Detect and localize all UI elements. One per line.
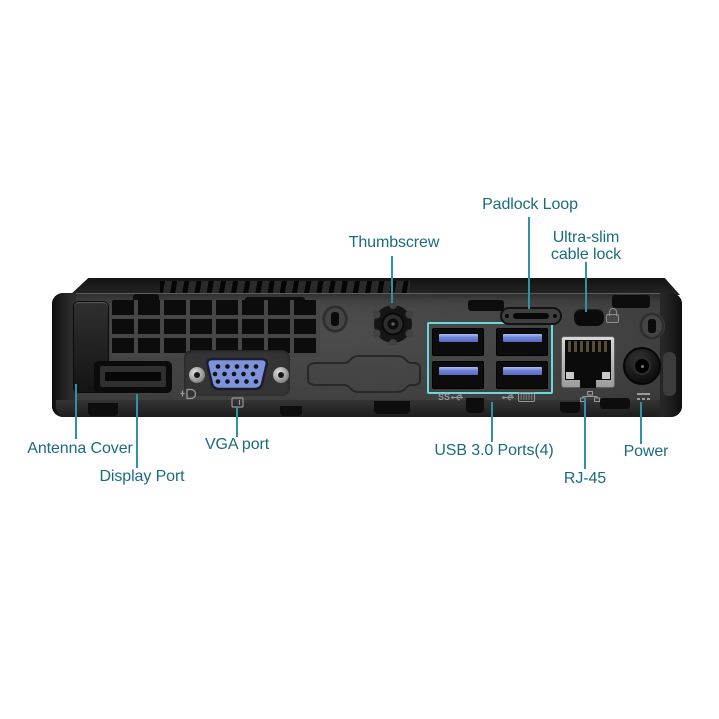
padlock-loop-pin: [505, 314, 509, 318]
chassis-foot: [560, 402, 580, 413]
usb-tongue: [439, 334, 478, 342]
displayport-icon: [180, 388, 196, 400]
label-cable-lock: Ultra-slim cable lock: [526, 229, 646, 263]
thumbscrew-knob: [372, 303, 414, 345]
keyhole-opening: [331, 312, 339, 326]
keyhole-slot-right: [640, 313, 664, 339]
label-vga-port: VGA port: [204, 436, 270, 453]
padlock-loop-opening: [513, 313, 549, 319]
screw-hole: [194, 372, 200, 378]
leader-line-antenna-cover: [75, 384, 77, 439]
usb-tongue: [439, 367, 478, 375]
rj45-tab: [602, 372, 610, 379]
label-rj45: RJ-45: [563, 470, 607, 487]
label-cable-lock-line1: Ultra-slim: [552, 229, 620, 246]
padlock-shackle: [608, 308, 617, 316]
panel-tab: [468, 300, 504, 311]
screw-hole: [278, 372, 284, 378]
label-thumbscrew: Thumbscrew: [348, 234, 440, 251]
label-display-port: Display Port: [99, 468, 185, 485]
usb-trident-icon: [451, 393, 464, 400]
vga-screw-right: [273, 367, 289, 383]
chassis-foot: [280, 406, 302, 416]
vga-screw-left: [189, 367, 205, 383]
displayport-slot: [105, 372, 161, 381]
label-power: Power: [623, 443, 669, 460]
keyhole-slot-left: [323, 306, 347, 332]
keyboard-icon: [518, 392, 535, 402]
leader-line-display-port: [136, 394, 138, 468]
leader-line-power: [640, 402, 642, 444]
label-cable-lock-line2: cable lock: [550, 246, 622, 263]
usb-keyboard-icon-group: [502, 392, 535, 402]
usb-tongue: [503, 367, 542, 375]
usb-port: [432, 328, 484, 356]
leader-line-usb-ports: [491, 402, 493, 442]
power-jack-pin: [641, 365, 644, 368]
leader-line-vga-port: [236, 407, 238, 437]
panel-tab: [133, 294, 159, 305]
padlock-body: [606, 314, 619, 323]
padlock-loop-pin: [553, 314, 557, 318]
usb-port: [432, 361, 484, 389]
chassis-slot: [600, 398, 630, 409]
usb-port: [496, 361, 548, 389]
padlock-icon: [606, 308, 619, 324]
cable-lock-slot: [574, 309, 604, 326]
cable-routing-notch: [663, 352, 676, 396]
usb-trident-icon: [502, 393, 515, 400]
usb-port: [496, 328, 548, 356]
usb-tongue: [503, 334, 542, 342]
label-padlock-loop: Padlock Loop: [482, 196, 578, 213]
rj45-pins: [568, 341, 608, 352]
top-vent-slits: [160, 281, 410, 293]
leader-line-cable-lock: [585, 262, 587, 312]
network-icon: [580, 391, 600, 402]
dc-dashed-line: [637, 398, 650, 400]
chassis-bottom-bezel: [56, 400, 678, 417]
keyhole-opening: [648, 319, 656, 333]
padlock-loop-slot: [500, 307, 562, 325]
rear-vent-grid: [112, 300, 320, 357]
leader-line-rj45: [584, 398, 586, 469]
usb3-ss-label: SS: [438, 392, 451, 402]
rj45-clip-slot: [580, 375, 596, 388]
usb3-ss-icon: SS: [438, 392, 464, 402]
rj45-tab: [566, 372, 574, 379]
dc-power-icon: [636, 392, 652, 401]
vga-connector: [206, 357, 268, 391]
leader-line-padlock-loop: [528, 217, 530, 309]
leader-line-thumbscrew: [391, 256, 393, 303]
chassis-left-edge: [52, 293, 76, 417]
panel-tab: [612, 295, 650, 308]
label-antenna-cover: Antenna Cover: [27, 440, 133, 457]
label-usb-ports: USB 3.0 Ports(4): [434, 442, 554, 459]
dc-solid-line: [637, 393, 650, 395]
usb-latch-tab: [466, 398, 484, 413]
chassis-foot: [374, 401, 410, 414]
usb-ports-highlight-box: [427, 322, 553, 394]
chassis-foot: [88, 403, 118, 416]
